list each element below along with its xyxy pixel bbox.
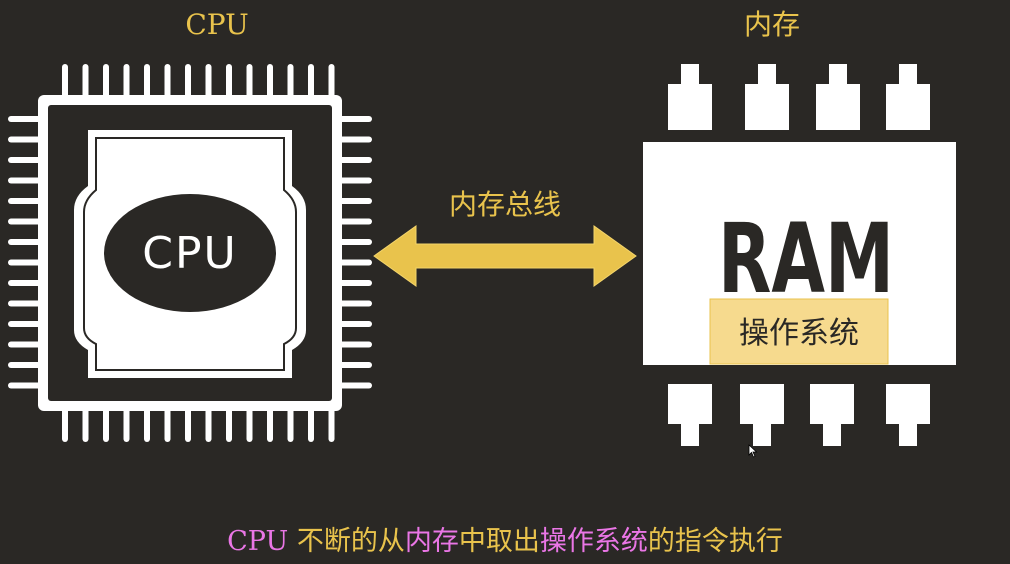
chip-pin bbox=[338, 116, 372, 122]
chip-pin bbox=[338, 321, 372, 327]
chip-pin bbox=[308, 64, 314, 98]
chip-pin bbox=[308, 408, 314, 442]
os-box bbox=[709, 298, 889, 365]
bidirectional-arrow-icon bbox=[373, 225, 637, 287]
cpu-chip-icon: CPU bbox=[8, 64, 372, 442]
chip-pin bbox=[745, 84, 789, 130]
chip-pin bbox=[8, 136, 42, 143]
chip-pin bbox=[267, 408, 273, 442]
chip-pin bbox=[668, 384, 712, 424]
chip-pin bbox=[8, 177, 42, 184]
caption-text-2: 中取出 bbox=[458, 526, 540, 557]
chip-pin bbox=[338, 177, 372, 184]
chip-pin bbox=[758, 64, 776, 84]
chip-pin bbox=[338, 259, 372, 266]
chip-pin bbox=[338, 280, 372, 286]
chip-pin bbox=[338, 362, 372, 368]
chip-pin bbox=[338, 218, 372, 225]
ram-chip-icon: RAM 操作系统 bbox=[643, 64, 956, 446]
chip-pin bbox=[267, 64, 273, 98]
chip-pin bbox=[823, 424, 841, 446]
chip-pin bbox=[338, 198, 372, 204]
ram-label: RAM bbox=[718, 203, 894, 315]
memory-heading: 内存 bbox=[744, 8, 800, 41]
caption-text-1: 不断的从 bbox=[288, 526, 405, 557]
chip-pin bbox=[123, 408, 130, 442]
chip-pin bbox=[886, 84, 930, 130]
chip-pin bbox=[328, 408, 335, 442]
chip-pin bbox=[8, 280, 42, 286]
chip-pin bbox=[287, 64, 294, 98]
chip-pin bbox=[8, 362, 42, 368]
chip-pin bbox=[144, 408, 150, 442]
chip-pin bbox=[226, 64, 232, 98]
chip-pin bbox=[8, 239, 42, 245]
bus-label: 内存总线 bbox=[449, 188, 561, 221]
chip-pin bbox=[8, 157, 42, 163]
chip-pin bbox=[246, 64, 253, 98]
chip-pin bbox=[164, 64, 171, 98]
caption: CPU 不断的从内存中取出操作系统的指令执行 bbox=[0, 522, 1010, 562]
chip-pin bbox=[8, 341, 42, 348]
chip-pin bbox=[82, 408, 89, 442]
chip-pin bbox=[205, 408, 212, 442]
chip-pin bbox=[8, 321, 42, 327]
cpu-core bbox=[104, 194, 276, 312]
chip-pin bbox=[103, 64, 109, 98]
chip-pin bbox=[338, 341, 372, 348]
chip-pin bbox=[205, 64, 212, 98]
chip-pin bbox=[8, 198, 42, 204]
chip-pin bbox=[62, 64, 68, 98]
chip-pin bbox=[103, 408, 109, 442]
chip-pin bbox=[62, 408, 68, 442]
chip-pin bbox=[338, 300, 372, 307]
chip-pin bbox=[816, 84, 860, 130]
caption-memory: 内存 bbox=[404, 526, 459, 557]
chip-pin bbox=[338, 382, 372, 389]
chip-pin bbox=[8, 300, 42, 307]
chip-pin bbox=[246, 408, 253, 442]
chip-pin bbox=[164, 408, 171, 442]
chip-pin bbox=[753, 424, 771, 446]
chip-pin bbox=[681, 424, 699, 446]
chip-pin bbox=[8, 382, 42, 389]
chip-pin bbox=[226, 408, 232, 442]
chip-pin bbox=[810, 384, 854, 424]
chip-pin bbox=[829, 64, 847, 84]
chip-pin bbox=[338, 239, 372, 245]
caption-cpu: CPU bbox=[227, 526, 289, 557]
chip-pin bbox=[185, 64, 191, 98]
chip-pin bbox=[287, 408, 294, 442]
chip-pin bbox=[338, 157, 372, 163]
chip-pin bbox=[328, 64, 335, 98]
mouse-cursor-icon bbox=[748, 444, 758, 458]
chip-pin bbox=[886, 384, 930, 424]
cpu-heading: CPU bbox=[185, 8, 248, 41]
chip-pin bbox=[185, 408, 191, 442]
os-label: 操作系统 bbox=[739, 316, 859, 351]
chip-pin bbox=[668, 84, 712, 130]
chip-pin bbox=[899, 424, 917, 446]
chip-pin bbox=[8, 259, 42, 266]
chip-pin bbox=[899, 64, 917, 84]
chip-pin bbox=[681, 64, 699, 84]
chip-pin bbox=[338, 136, 372, 143]
caption-os: 操作系统 bbox=[539, 526, 648, 557]
chip-pin bbox=[144, 64, 150, 98]
chip-pin bbox=[8, 218, 42, 225]
cpu-core-label: CPU bbox=[142, 228, 237, 279]
chip-pin bbox=[82, 64, 89, 98]
chip-pin bbox=[8, 116, 42, 122]
chip-pin bbox=[740, 384, 784, 424]
caption-text-3: 的指令执行 bbox=[647, 526, 783, 557]
chip-pin bbox=[123, 64, 130, 98]
